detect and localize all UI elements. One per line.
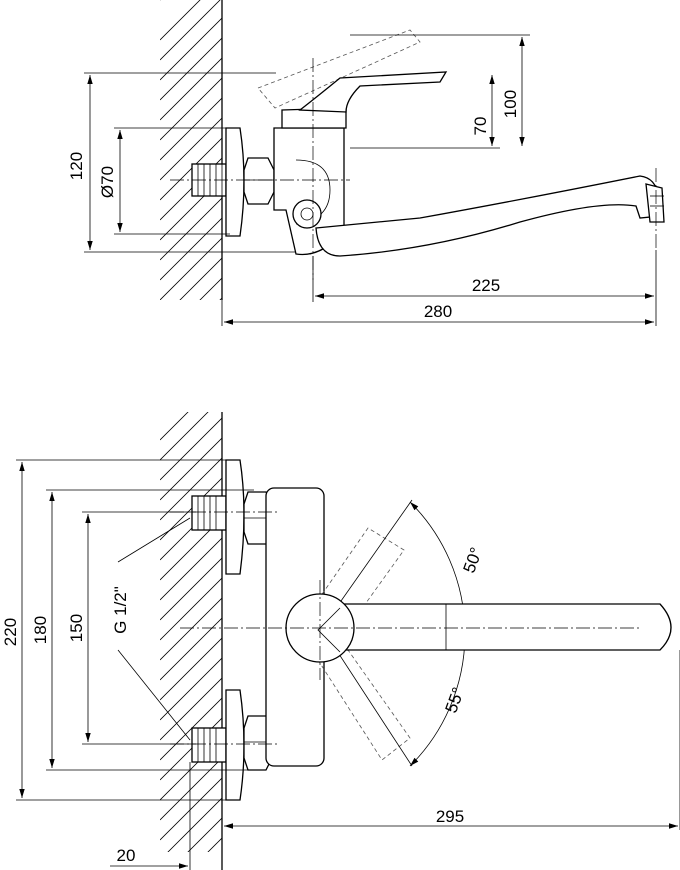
side-wall-hatch	[160, 0, 222, 300]
dim-180: 180	[31, 616, 50, 644]
lower-connector	[191, 689, 273, 801]
thread-leader-upper	[117, 517, 191, 563]
angle-55: 55°	[442, 685, 469, 716]
side-aerator	[645, 183, 665, 223]
side-view: 120 Ø70 70 100 225 280	[67, 0, 665, 326]
side-nut	[243, 157, 275, 205]
dim-295: 295	[436, 807, 464, 826]
dim-120: 120	[67, 152, 86, 180]
side-lever	[298, 71, 448, 113]
side-spout	[315, 175, 661, 257]
dim-70-diameter: Ø70	[98, 166, 117, 198]
ghost-lever-right	[317, 649, 411, 761]
dim-220: 220	[1, 618, 20, 646]
top-wall-hatch	[160, 412, 222, 852]
thread-label: G 1/2"	[111, 586, 130, 634]
upper-connector	[191, 459, 273, 575]
side-flange	[225, 127, 245, 237]
top-view: 220 180 150 G 1/2" 50° 55° 295 20	[1, 412, 680, 870]
dim-100: 100	[501, 90, 520, 118]
dim-20: 20	[117, 846, 136, 865]
dim-150: 150	[67, 614, 86, 642]
thread-leader-lower	[117, 649, 191, 741]
dim-280: 280	[424, 302, 452, 321]
dim-70: 70	[471, 117, 490, 136]
ghost-lever	[257, 29, 421, 109]
dim-225: 225	[472, 276, 500, 295]
angle-50: 50°	[460, 545, 487, 576]
side-diverter	[292, 199, 322, 229]
top-spout	[321, 603, 672, 651]
